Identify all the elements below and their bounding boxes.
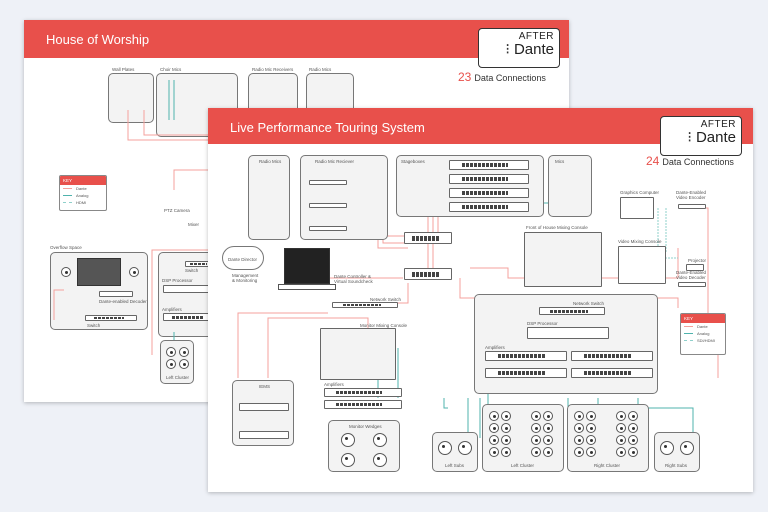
right-cluster-box: Right Cluster [567,404,649,472]
speaker-driver [531,411,541,421]
left-cluster-box: Left Cluster [160,340,194,384]
switch-device [85,315,137,321]
video-encoder [678,204,706,209]
label-radio-mics: Radio Mics [259,159,282,164]
speaker-driver [501,423,511,433]
video-decoder [678,282,706,287]
graphics-computer [620,197,654,219]
speaker-driver [586,423,596,433]
speaker-driver [543,447,553,457]
live-performance-sheet: Live Performance Touring System AFTER ⁝D… [208,108,753,492]
speaker-driver [543,411,553,421]
foh-mixing-console [524,232,602,287]
network-switch-left [332,302,398,308]
amplifier-left-2 [324,400,402,409]
monitor-mixing-console [320,328,396,380]
right-subs-box: Right Subs [654,432,700,472]
speaker-driver [543,435,553,445]
label-radio-mics: Radio Mics [309,67,332,72]
stageboxes-box: Stageboxes [396,155,544,217]
speaker-driver [628,447,638,457]
amplifier-left-1 [324,388,402,397]
speaker-driver [628,423,638,433]
monitor-wedges-box: Monitor Wedges [328,420,400,472]
speaker-driver [489,423,499,433]
equipment-box: Switch DSP Processor Amplifiers [158,252,218,337]
legend-key: KEY Dante Analog SDI/HDMI [680,313,726,355]
amplifier-rack-box: Network Switch DSP Processor Amplifiers [474,294,658,394]
label-overflow-space: Overflow Space [50,245,82,250]
speaker-driver [616,447,626,457]
back-connection-lines [53,80,224,355]
speaker-driver [531,447,541,457]
speaker-driver [489,435,499,445]
label-choir-mics: Choir Mics [160,67,182,72]
radio-mic-receivers-box [248,73,298,113]
laptop-base [278,284,336,290]
speaker-driver [501,435,511,445]
sheet-title: Live Performance Touring System [230,120,425,135]
sheet-title: House of Worship [46,32,150,47]
overflow-space-box: Dante-enabled Decoder Switch [50,252,148,330]
network-switch-upper [404,232,452,244]
laptop-screen [284,248,330,284]
projector [686,264,704,271]
wall-plates-box [108,73,154,123]
mics-box: Mics [548,155,592,217]
label-ptz-camera: PTZ Camera [164,208,190,213]
dante-mark-icon: ⁝ [687,129,692,146]
left-subs-box: Left Subs [432,432,478,472]
label-mixer: Mixer [188,222,199,227]
iems-box: IEMS [232,380,294,446]
speaker-driver [586,447,596,457]
speaker-driver [501,447,511,457]
speaker-driver [543,423,553,433]
legend-key: KEY Dante Analog HDMI [59,175,107,211]
speaker-driver [586,435,596,445]
speaker-driver [616,435,626,445]
speaker-driver [489,411,499,421]
radio-mics-box: Radio Mics [248,155,290,240]
left-cluster-box: Left Cluster [482,404,564,472]
speaker-driver [574,423,584,433]
speaker-driver [489,447,499,457]
speaker-driver [586,411,596,421]
speaker-driver [616,423,626,433]
display-screen [77,258,121,286]
speaker-driver [628,435,638,445]
decoder-device [99,291,133,297]
speaker-driver [628,411,638,421]
speaker-driver [501,411,511,421]
speaker-driver [531,435,541,445]
radio-mic-receiver-box: Radio Mic Reciever [300,155,388,240]
video-mixing-console [618,246,666,284]
dante-logo: AFTER ⁝Dante [660,116,742,156]
radio-mics-box [306,73,354,113]
network-switch-lower [404,268,452,280]
speaker-driver [574,447,584,457]
label-radio-mic-receivers: Radio Mic Receivers [252,67,294,72]
speaker-driver [616,411,626,421]
speaker-driver [574,411,584,421]
speaker-driver [574,435,584,445]
label-wall-plates: Wall Plates [112,67,135,72]
dante-mark-icon: ⁝ [505,41,510,58]
dante-logo: AFTER ⁝Dante [478,28,560,68]
speaker-driver [531,423,541,433]
dante-director-cloud [222,246,264,270]
